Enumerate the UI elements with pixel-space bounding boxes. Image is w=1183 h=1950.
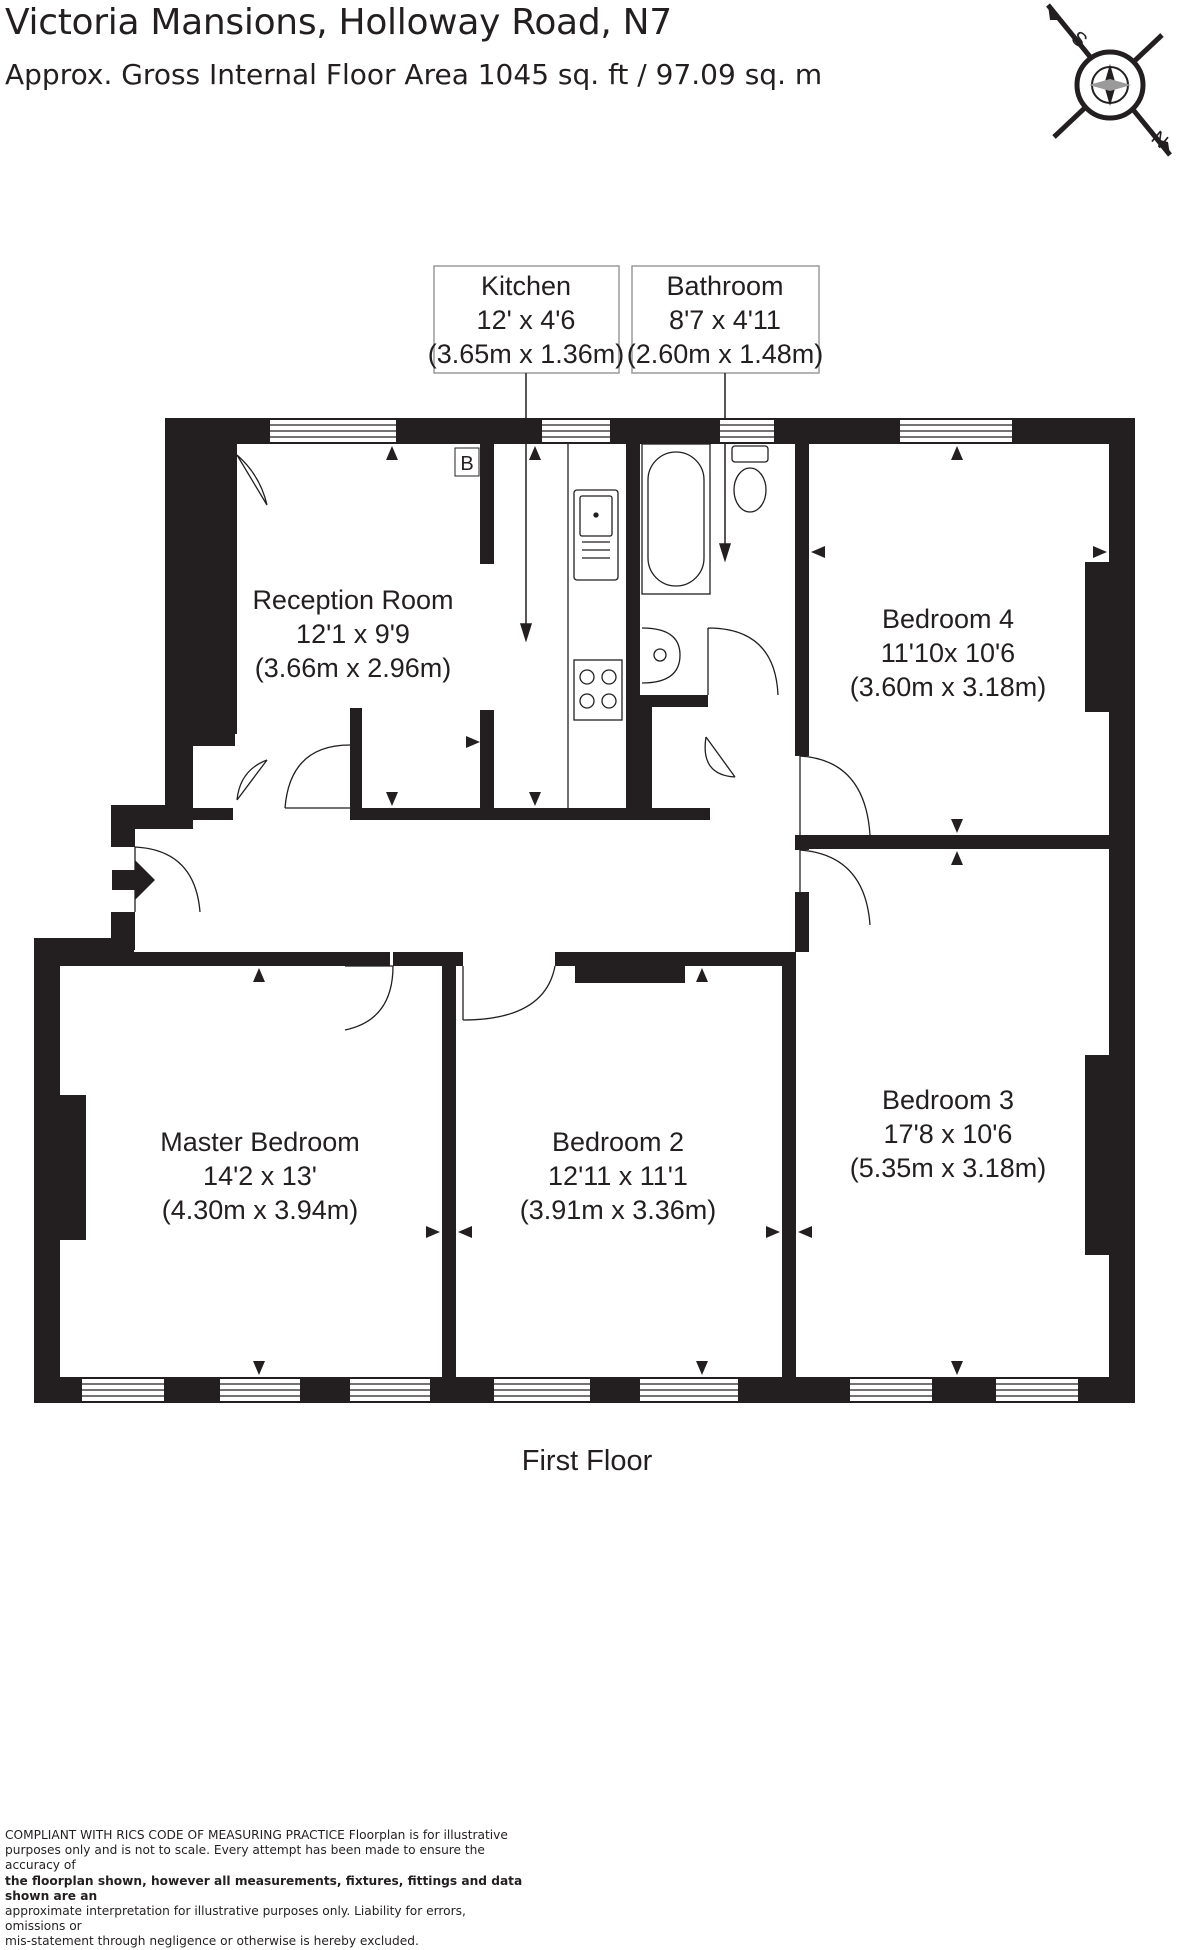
floor-area-text: Approx. Gross Internal Floor Area 1045 s… <box>5 58 823 91</box>
room-metric-kitchen: (3.65m x 1.36m) <box>428 339 625 369</box>
bathroom-fittings <box>641 443 769 684</box>
room-metric-bedroom2: (3.91m x 3.36m) <box>520 1195 717 1225</box>
disclaimer-line-4: approximate interpretation for illustrat… <box>5 1904 466 1934</box>
disclaimer: COMPLIANT WITH RICS CODE OF MEASURING PR… <box>5 1828 525 1950</box>
sink-icon <box>573 489 619 581</box>
room-name-kitchen: Kitchen <box>481 271 571 301</box>
room-name-bedroom2: Bedroom 2 <box>552 1127 684 1157</box>
disclaimer-line-3: the floorplan shown, however all measure… <box>5 1873 523 1903</box>
room-imperial-reception: 12'1 x 9'9 <box>296 619 410 649</box>
room-label-bedroom2: Bedroom 2 12'11 x 11'1 (3.91m x 3.36m) <box>520 1127 717 1225</box>
walls <box>34 418 1135 1403</box>
leader-lines <box>519 373 732 643</box>
room-metric-bedroom4: (3.60m x 3.18m) <box>850 672 1047 702</box>
room-label-bedroom3: Bedroom 3 17'8 x 10'6 (5.35m x 3.18m) <box>850 1085 1047 1183</box>
bath-icon <box>641 443 711 595</box>
room-label-bedroom4: Bedroom 4 11'10x 10'6 (3.60m x 3.18m) <box>850 604 1047 702</box>
boiler-box: B <box>454 447 480 477</box>
room-metric-bathroom: (2.60m x 1.48m) <box>627 339 824 369</box>
boiler-label: B <box>460 453 473 475</box>
room-name-bedroom4: Bedroom 4 <box>882 604 1014 634</box>
room-name-reception: Reception Room <box>252 585 453 615</box>
room-imperial-master: 14'2 x 13' <box>203 1161 317 1191</box>
room-name-master: Master Bedroom <box>160 1127 360 1157</box>
room-name-bedroom3: Bedroom 3 <box>882 1085 1014 1115</box>
plan-title: Victoria Mansions, Holloway Road, N7 <box>5 2 672 43</box>
room-imperial-bedroom4: 11'10x 10'6 <box>881 638 1015 668</box>
room-metric-reception: (3.66m x 2.96m) <box>255 653 452 683</box>
disclaimer-line-2: purposes only and is not to scale. Every… <box>5 1843 485 1873</box>
room-imperial-bedroom3: 17'8 x 10'6 <box>884 1119 1013 1149</box>
basin-icon <box>641 627 681 684</box>
disclaimer-line-1: COMPLIANT WITH RICS CODE OF MEASURING PR… <box>5 1828 508 1842</box>
compass-icon: S N <box>1046 3 1172 157</box>
hob-icon <box>573 659 623 721</box>
label-box-kitchen: Kitchen 12' x 4'6 (3.65m x 1.36m) <box>428 265 625 374</box>
windows <box>82 420 1078 1401</box>
kitchen-fittings <box>567 444 623 808</box>
room-label-reception: Reception Room 12'1 x 9'9 (3.66m x 2.96m… <box>252 585 453 683</box>
measurement-arrows <box>62 446 1107 1375</box>
room-label-master: Master Bedroom 14'2 x 13' (4.30m x 3.94m… <box>160 1127 360 1225</box>
room-metric-master: (4.30m x 3.94m) <box>162 1195 359 1225</box>
doors <box>134 454 871 1031</box>
room-imperial-bedroom2: 12'11 x 11'1 <box>548 1161 688 1191</box>
toilet-icon <box>731 445 769 513</box>
room-metric-bedroom3: (5.35m x 3.18m) <box>850 1153 1047 1183</box>
floor-label: First Floor <box>522 1445 653 1477</box>
room-name-bathroom: Bathroom <box>666 271 783 301</box>
room-imperial-kitchen: 12' x 4'6 <box>477 305 576 335</box>
label-box-bathroom: Bathroom 8'7 x 4'11 (2.60m x 1.48m) <box>627 265 824 374</box>
disclaimer-line-5: mis-statement through negligence or othe… <box>5 1934 419 1949</box>
room-imperial-bathroom: 8'7 x 4'11 <box>669 305 781 335</box>
entrance-arrow-icon <box>112 860 155 900</box>
